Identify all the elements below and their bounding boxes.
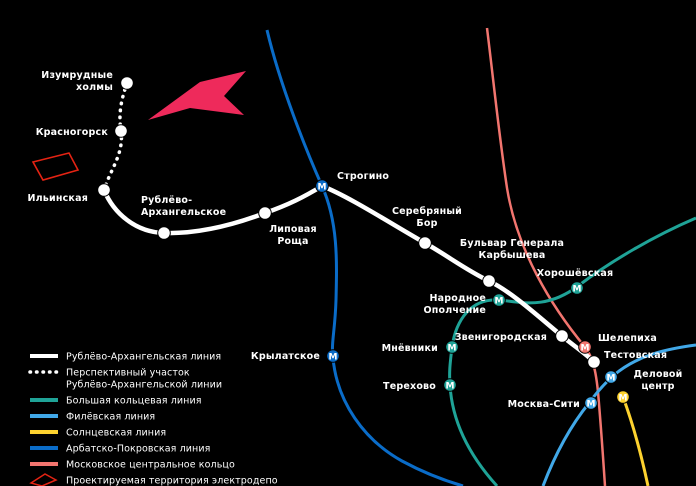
metro-m-icon: М	[485, 277, 494, 287]
metro-m-icon: М	[123, 79, 132, 89]
station-marker-strogino: М	[315, 179, 329, 193]
metro-m-icon: М	[117, 127, 126, 137]
station-marker-delovoy-tsentr: М	[616, 390, 630, 404]
station-label-shelepikha: Шелепиха	[598, 333, 657, 344]
metro-m-icon: М	[558, 332, 567, 342]
station-marker-bulvar-generala-karbysheva: М	[482, 274, 496, 288]
station-marker-krasnogorsk: М	[114, 124, 128, 138]
metro-m-icon: М	[587, 399, 596, 409]
metro-m-icon: М	[329, 352, 338, 362]
legend-item-arbatsko-pokrovskaya: Арбатско-Покровская линия	[30, 444, 210, 455]
map-legend: Рублёво-Архангельская линияПерспективный…	[28, 352, 278, 486]
station-label-strogino: Строгино	[337, 171, 389, 182]
station-marker-khoroshyovskaya: М	[570, 281, 584, 295]
metro-m-icon: М	[100, 186, 109, 196]
depot-territory-shape	[31, 152, 80, 181]
station-label-krasnogorsk: Красногорск	[36, 127, 109, 138]
station-label-rublyovo-arkhangelskoye: Рублёво-Архангельское	[141, 195, 226, 218]
metro-m-icon: М	[619, 393, 628, 403]
line-moscow-central-circle	[485, 27, 607, 486]
legend-label-mcc: Московское центральное кольцо	[66, 460, 235, 471]
station-label-zvenigorodskaya: Звенигородская	[455, 332, 547, 343]
station-marker-mnyovniki: М	[445, 340, 459, 354]
metro-m-icon: М	[495, 296, 504, 306]
legend-item-depot-territory: Проектируемая территория электродепо	[29, 473, 278, 486]
highlight-arrow	[148, 71, 246, 120]
station-marker-shelepikha: М	[578, 340, 592, 354]
legend-item-rublyovo-arkhangelskaya: Рублёво-Архангельская линия	[30, 352, 221, 363]
station-marker-ilyinskaya: М	[97, 183, 111, 197]
metro-m-icon: М	[607, 373, 616, 383]
legend-label-depot-territory: Проектируемая территория электродепо	[66, 476, 278, 486]
metro-m-icon: М	[261, 209, 270, 219]
line-solntsevskaya	[621, 396, 650, 486]
line-bolshaya-koltsevaya	[448, 216, 696, 486]
station-label-moskva-siti: Москва-Сити	[508, 399, 580, 410]
metro-m-icon: М	[573, 284, 582, 294]
legend-label-bolshaya-koltsevaya: Большая кольцевая линия	[66, 396, 202, 407]
legend-item-solntsevskaya: Солнцевская линия	[30, 428, 166, 439]
legend-label-arbatsko-pokrovskaya: Арбатско-Покровская линия	[66, 444, 210, 455]
station-marker-delovoy-tsentr: М	[604, 370, 618, 384]
station-marker-krylatskoye: М	[326, 349, 340, 363]
station-label-terekhovo: Терехово	[383, 381, 436, 392]
legend-item-filyovskaya: Филёвская линия	[30, 412, 155, 423]
station-label-krylatskoye: Крылатское	[251, 351, 320, 362]
legend-label-rublyovo-arkhangelskaya: Рублёво-Архангельская линия	[66, 352, 221, 363]
station-marker-terekhovo: М	[443, 378, 457, 392]
metro-m-icon: М	[590, 358, 599, 368]
line-filyovskaya	[541, 343, 696, 486]
station-marker-narodnoye-opolcheniye: М	[492, 293, 506, 307]
legend-label-solntsevskaya: Солнцевская линия	[66, 428, 166, 439]
station-marker-serebryany-bor: М	[418, 236, 432, 250]
station-label-khoroshyovskaya: Хорошёвская	[537, 268, 614, 279]
line-arbatsko-pokrovskaya	[265, 29, 464, 486]
legend-label-filyovskaya: Филёвская линия	[66, 412, 155, 423]
station-label-mnyovniki: Мнёвники	[382, 343, 438, 354]
station-label-ilyinskaya: Ильинская	[27, 193, 88, 204]
station-label-testovskaya: Тестовская	[604, 350, 667, 361]
station-marker-izumrudnye-kholmy: М	[120, 76, 134, 90]
depot-legend-icon	[29, 473, 58, 486]
station-marker-lipovaya-roshcha: М	[258, 206, 272, 220]
station-marker-moskva-siti: М	[584, 396, 598, 410]
metro-m-icon: М	[448, 343, 457, 353]
station-marker-zvenigorodskaya: М	[555, 329, 569, 343]
metro-m-icon: М	[421, 239, 430, 249]
legend-item-bolshaya-koltsevaya: Большая кольцевая линия	[30, 396, 202, 407]
metro-m-icon: М	[160, 229, 169, 239]
legend-item-mcc: Московское центральное кольцо	[30, 460, 235, 471]
station-marker-rublyovo-arkhangelskoye: М	[157, 226, 171, 240]
station-marker-testovskaya: М	[587, 355, 601, 369]
metro-m-icon: М	[446, 381, 455, 391]
metro-m-icon: М	[318, 182, 327, 192]
metro-m-icon: М	[581, 343, 590, 353]
